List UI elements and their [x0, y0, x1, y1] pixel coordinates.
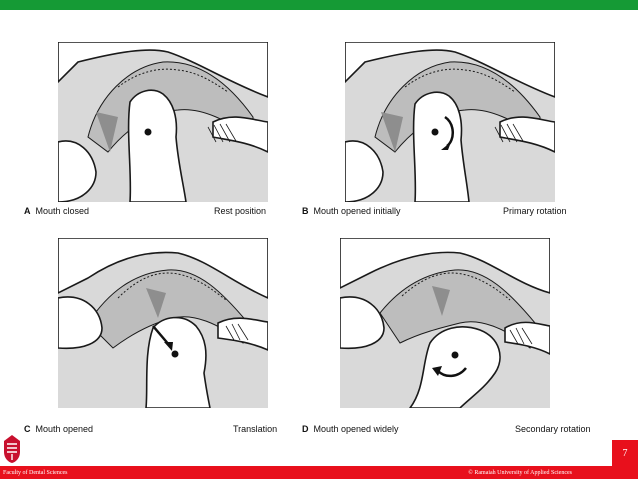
panel-c-illustration	[58, 238, 268, 408]
panel-b-illustration	[345, 42, 555, 202]
tmj-closed-diagram	[58, 42, 268, 202]
panel-b-letter: B	[302, 206, 309, 216]
panel-a-label: Rest position	[214, 206, 267, 216]
panel-b-caption-text: Mouth opened initially	[313, 206, 401, 216]
panel-d-caption-text: Mouth opened widely	[313, 424, 399, 434]
panel-d-caption: D Mouth opened widely	[302, 424, 399, 434]
panel-a-caption: A Mouth closed	[24, 206, 89, 216]
page-number: 7	[612, 440, 638, 466]
top-accent-bar	[0, 0, 638, 10]
footer-right-text: © Ramaiah University of Applied Sciences	[468, 469, 572, 476]
panel-c-caption: C Mouth opened	[24, 424, 93, 434]
panel-c-letter: C	[24, 424, 31, 434]
panel-a-illustration	[58, 42, 268, 202]
panel-c-caption-text: Mouth opened	[35, 424, 94, 434]
panel-d-illustration	[340, 238, 550, 408]
tmj-secondary-rotation-diagram	[340, 238, 550, 408]
panel-c-label: Translation	[233, 424, 278, 434]
footer-left-text: Faculty of Dental Sciences	[3, 469, 68, 476]
panel-b-label: Primary rotation	[503, 206, 567, 216]
panel-b-caption: B Mouth opened initially	[302, 206, 401, 216]
panel-d-label: Secondary rotation	[515, 424, 591, 434]
panel-a-letter: A	[24, 206, 31, 216]
university-logo-icon	[3, 434, 21, 464]
tmj-translation-diagram	[58, 238, 268, 408]
panel-d-letter: D	[302, 424, 309, 434]
panel-a-caption-text: Mouth closed	[35, 206, 90, 216]
tmj-opened-initially-diagram	[345, 42, 555, 202]
footer-bar: Faculty of Dental Sciences © Ramaiah Uni…	[0, 466, 638, 479]
